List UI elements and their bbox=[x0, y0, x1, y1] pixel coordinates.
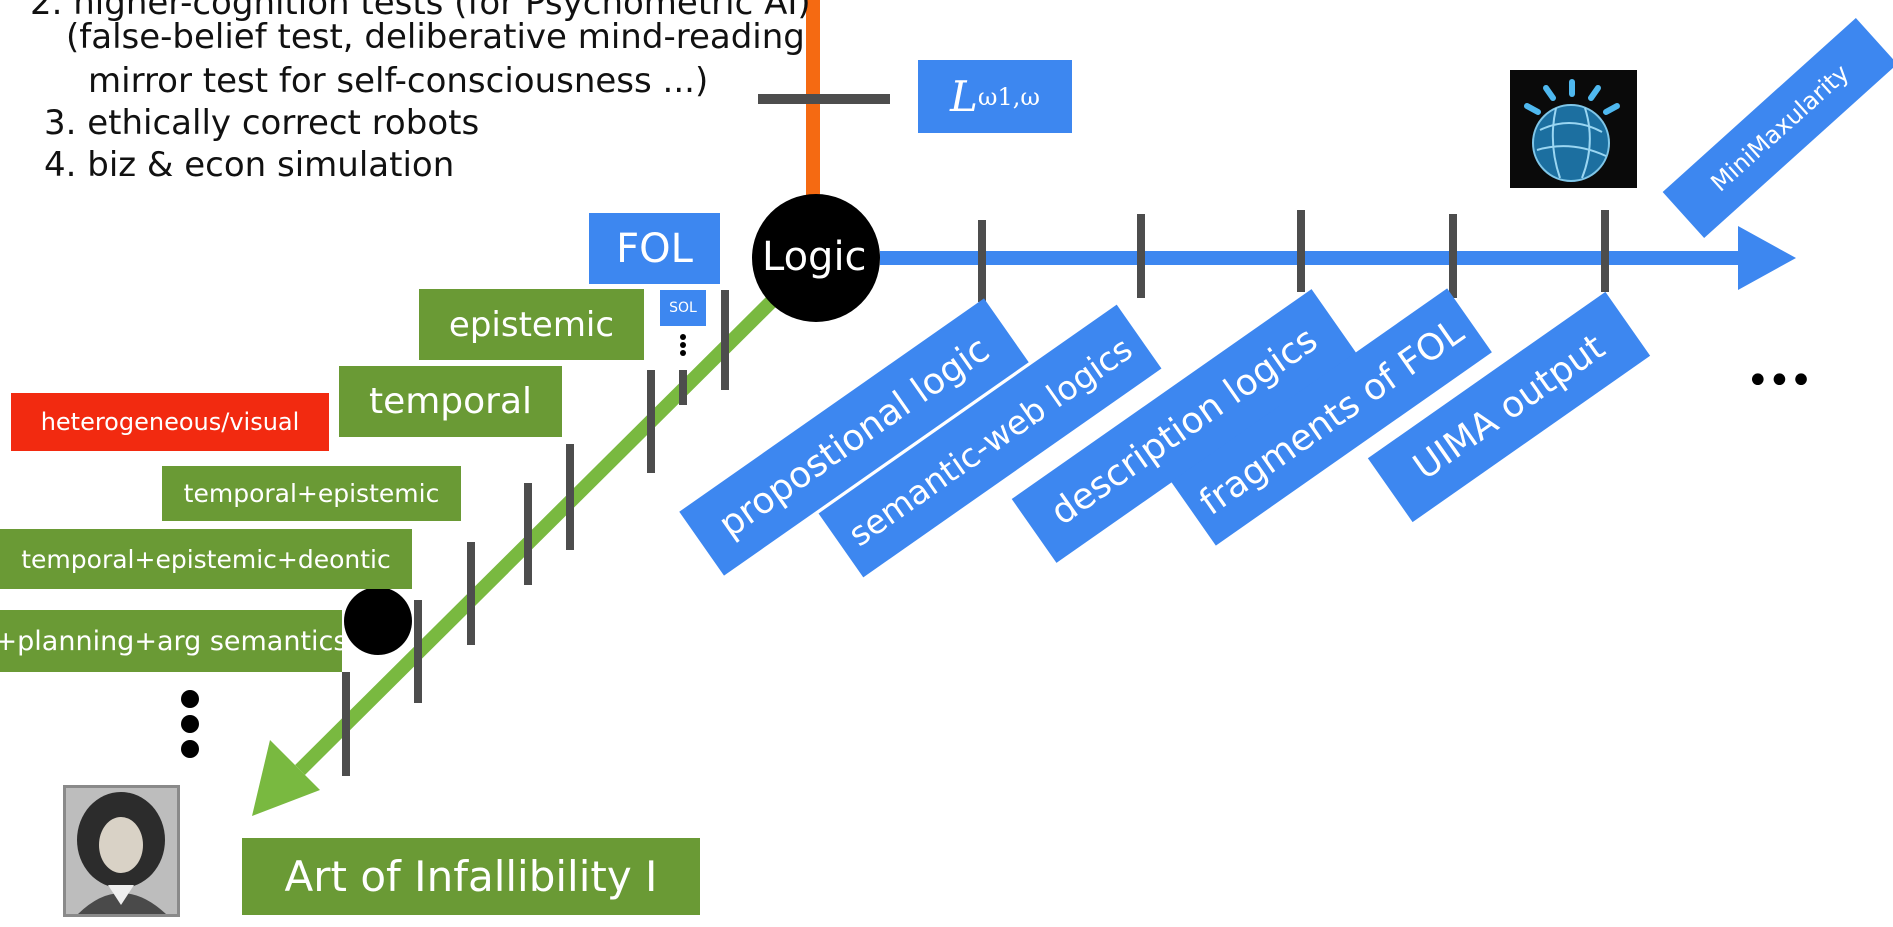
list-item-2-line1: 2. higher-cognition tests (for Psychomet… bbox=[30, 0, 811, 23]
horizontal-ellipsis-icon: ••• bbox=[1746, 358, 1813, 404]
fol-box: FOL bbox=[589, 213, 720, 284]
sol-box: SOL bbox=[660, 290, 706, 326]
logic-circle bbox=[752, 194, 880, 322]
small-ellipsis-icon bbox=[680, 334, 686, 356]
green-axis-line bbox=[295, 293, 780, 775]
formula-subscript: ω1,ω bbox=[977, 82, 1040, 111]
green-label-planning-arg-semantics: +planning+arg semantics bbox=[0, 610, 347, 672]
list-item-2-line3: mirror test for self-consciousness ...) bbox=[88, 61, 709, 101]
blue-axis-ticks bbox=[978, 210, 1609, 302]
green-label-temporal-epistemic-deontic: temporal+epistemic+deontic bbox=[0, 529, 412, 589]
marker-circle bbox=[344, 587, 412, 655]
leibniz-portrait-icon bbox=[63, 785, 180, 917]
green-axis-ticks bbox=[342, 290, 729, 776]
list-item-2-line2: (false-belief test, deliberative mind-re… bbox=[66, 17, 805, 57]
vertical-ellipsis-icon bbox=[181, 690, 199, 758]
watson-globe-icon bbox=[1510, 70, 1637, 188]
list-item-4: 4. biz & econ simulation bbox=[44, 145, 455, 185]
green-label-temporal: temporal bbox=[339, 366, 562, 437]
list-item-3: 3. ethically correct robots bbox=[44, 103, 480, 143]
green-axis-arrowhead bbox=[252, 740, 320, 816]
art-of-infallibility-box: Art of Infallibility I bbox=[242, 838, 700, 915]
formula-base: L bbox=[950, 72, 978, 121]
blue-axis-arrowhead bbox=[1738, 226, 1796, 290]
logic-label: Logic bbox=[762, 234, 867, 280]
red-label-heterogeneous-visual: heterogeneous/visual bbox=[11, 393, 329, 451]
green-label-epistemic: epistemic bbox=[419, 289, 644, 360]
green-label-temporal-epistemic: temporal+epistemic bbox=[162, 466, 461, 521]
